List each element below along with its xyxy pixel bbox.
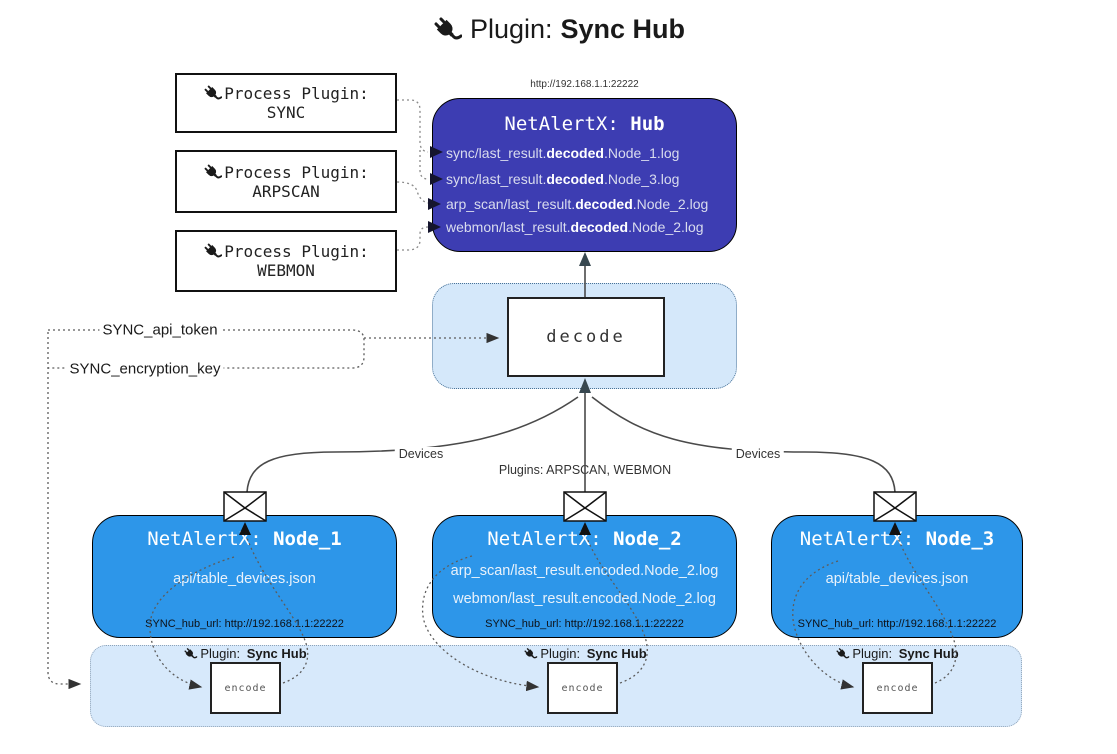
band-plugin-label: Plugin: Sync Hub — [835, 646, 959, 661]
plug-icon — [203, 163, 222, 182]
process-plugin-name: ARPSCAN — [252, 181, 320, 201]
encode-box: encode — [210, 662, 281, 714]
edge-sync-to-hub-2 — [419, 150, 429, 180]
hub-log-line: sync/last_result.decoded.Node_1.log — [446, 145, 680, 161]
node-file: api/table_devices.json — [173, 571, 316, 587]
plug-icon — [432, 15, 462, 45]
plug-icon — [203, 84, 222, 103]
node-hub-url: SYNC_hub_url: http://192.168.1.1:22222 — [797, 618, 997, 630]
node-file: webmon/last_result.encoded.Node_2.log — [453, 591, 716, 607]
devices-edge-label-right: Devices — [731, 447, 785, 461]
arrowhead-up — [579, 252, 591, 266]
process-plugin-name: WEBMON — [257, 261, 315, 280]
decode-box: decode — [507, 297, 665, 377]
devices-edge-label-left: Devices — [394, 447, 448, 461]
hub-log-line: webmon/last_result.decoded.Node_2.log — [446, 219, 704, 235]
edge-settings-to-band — [47, 332, 82, 690]
plug-icon — [523, 647, 537, 661]
encode-box: encode — [547, 662, 618, 714]
process-plugin-name: SYNC — [266, 103, 306, 122]
process-plugin-label: Process Plugin: — [224, 242, 369, 261]
plugins-edge-label: Plugins: ARPSCAN, WEBMON — [498, 463, 672, 477]
process-plugin-label: Process Plugin: — [224, 84, 369, 103]
process-plugin-label: Process Plugin: — [224, 162, 369, 182]
node-hub-url: SYNC_hub_url: http://192.168.1.1:22222 — [485, 618, 684, 630]
node-2-box: NetAlertX: Node_2 arp_scan/last_result.e… — [432, 515, 737, 638]
title-prefix: Plugin: — [469, 14, 553, 44]
edge-node3-to-decode — [591, 396, 896, 493]
hub-log-line: arp_scan/last_result.decoded.Node_2.log — [446, 196, 709, 212]
node-file: api/table_devices.json — [825, 571, 969, 587]
hub-title-name: Hub — [630, 113, 665, 135]
edge-webmon-to-hub — [397, 226, 429, 251]
sync-api-token-label: SYNC_api_token — [99, 321, 221, 339]
node-file: arp_scan/last_result.encoded.Node_2.log — [450, 563, 719, 579]
title-name: Sync Hub — [560, 14, 686, 44]
hub-log-line: sync/last_result.decoded.Node_3.log — [446, 171, 680, 187]
plug-icon — [183, 647, 197, 661]
node-3-box: NetAlertX: Node_3 api/table_devices.json… — [771, 515, 1023, 638]
page-title: Plugin: Sync Hub — [0, 14, 1117, 45]
node-hub-url: SYNC_hub_url: http://192.168.1.1:22222 — [145, 618, 344, 630]
hub-box: NetAlertX: Hub sync/last_result.decoded.… — [432, 98, 737, 252]
process-plugin-sync: Process Plugin: SYNC — [175, 73, 397, 133]
edge-arpscan-to-hub — [396, 181, 429, 204]
encode-box: encode — [862, 662, 933, 714]
plug-icon — [835, 647, 849, 661]
node-title: NetAlertX: Node_1 — [147, 528, 342, 550]
node-title: NetAlertX: Node_3 — [799, 528, 995, 550]
band-plugin-label: Plugin: Sync Hub — [523, 646, 647, 661]
node-title: NetAlertX: Node_2 — [487, 528, 682, 550]
edge-node1-to-decode — [246, 396, 579, 493]
process-plugin-webmon: Process Plugin: WEBMON — [175, 230, 397, 292]
hub-title: NetAlertX: Hub — [433, 113, 736, 135]
hub-title-prefix: NetAlertX: — [504, 113, 631, 135]
hub-url-label: http://192.168.1.1:22222 — [530, 79, 639, 90]
node-1-box: NetAlertX: Node_1 api/table_devices.json… — [92, 515, 397, 638]
sync-encryption-key-label: SYNC_encryption_key — [66, 360, 224, 378]
process-plugin-arpscan: Process Plugin: ARPSCAN — [175, 150, 397, 213]
band-plugin-label: Plugin: Sync Hub — [183, 646, 307, 661]
plug-icon — [203, 242, 222, 261]
edge-sync-to-hub-1 — [397, 99, 429, 153]
